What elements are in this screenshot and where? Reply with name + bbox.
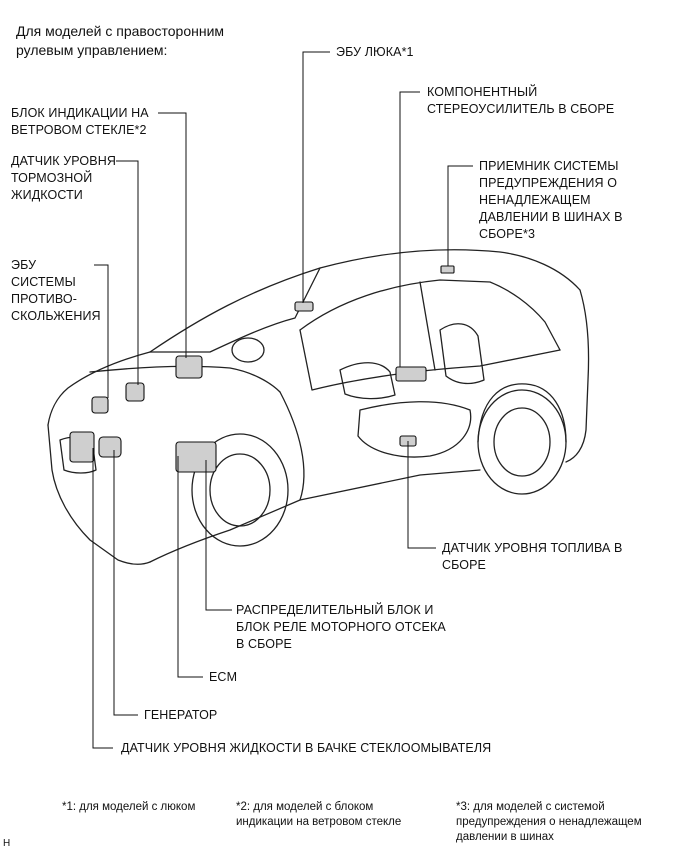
leader-hud-unit bbox=[158, 112, 187, 358]
hood-outline bbox=[47, 351, 151, 426]
leader-relay-block bbox=[205, 460, 232, 611]
sunroof-ecu-part bbox=[294, 301, 314, 312]
car-body-side bbox=[149, 469, 481, 563]
relay-block-part bbox=[175, 441, 217, 473]
leader-sunroof-ecu bbox=[302, 51, 330, 303]
footnote-3: *3: для моделей с системой предупреждени… bbox=[456, 801, 642, 843]
label-stereo-amplifier: КОМПОНЕНТНЫЙ СТЕРЕОУСИЛИТЕЛЬ В СБОРЕ bbox=[427, 85, 615, 116]
windshield-outline bbox=[149, 267, 321, 353]
label-generator: ГЕНЕРАТОР bbox=[144, 708, 218, 722]
label-skid-control-ecu: ЭБУ СИСТЕМЫ ПРОТИВО- СКОЛЬЖЕНИЯ bbox=[11, 258, 101, 323]
label-fuel-sensor: ДАТЧИК УРОВНЯ ТОПЛИВА В СБОРЕ bbox=[442, 541, 623, 572]
footnote-2: *2: для моделей с блоком индикации на ве… bbox=[236, 801, 402, 828]
steering-wheel bbox=[231, 337, 265, 363]
leader-skid-control-ecu bbox=[94, 264, 109, 398]
tpms-receiver-part bbox=[440, 265, 455, 274]
washer-tank-part bbox=[69, 431, 95, 463]
label-brake-fluid-sensor: ДАТЧИК УРОВНЯ ТОРМОЗНОЙ ЖИДКОСТИ bbox=[11, 154, 116, 202]
label-ecm: ECM bbox=[209, 670, 238, 684]
label-tpms-receiver: ПРИЕМНИК СИСТЕМЫ ПРЕДУПРЕЖДЕНИЯ О НЕНАДЛ… bbox=[479, 159, 623, 241]
label-relay-block: РАСПРЕДЕЛИТЕЛЬНЫЙ БЛОК И БЛОК РЕЛЕ МОТОР… bbox=[236, 603, 446, 651]
generator-part bbox=[98, 436, 122, 458]
leader-fuel-sensor bbox=[407, 441, 436, 549]
label-hud-unit: БЛОК ИНДИКАЦИИ НА ВЕТРОВОМ СТЕКЛЕ*2 bbox=[11, 106, 149, 137]
car-roof-outline bbox=[149, 249, 581, 353]
leader-stereo-amplifier bbox=[399, 91, 420, 367]
leader-generator bbox=[113, 450, 138, 716]
front-wheel bbox=[191, 433, 289, 547]
car-front-outline bbox=[47, 424, 151, 565]
label-sunroof-ecu: ЭБУ ЛЮКА*1 bbox=[336, 45, 414, 59]
leader-brake-fluid-sensor bbox=[116, 160, 139, 385]
car-rear-outline bbox=[565, 289, 590, 463]
skid-control-ecu-part bbox=[91, 396, 109, 414]
side-windows bbox=[299, 279, 561, 351]
footnote-1: *1: для моделей с люком bbox=[62, 801, 196, 813]
rear-wheel bbox=[477, 389, 567, 495]
diagram-header: Для моделей с правосторонним рулевым упр… bbox=[16, 23, 225, 58]
stereo-amplifier-part bbox=[395, 366, 427, 382]
seats bbox=[339, 362, 396, 400]
label-washer-sensor: ДАТЧИК УРОВНЯ ЖИДКОСТИ В БАЧКЕ СТЕКЛООМЫ… bbox=[121, 741, 492, 755]
leader-ecm bbox=[177, 456, 203, 678]
hud-unit-part bbox=[175, 355, 203, 379]
brake-fluid-sensor-part bbox=[125, 382, 145, 402]
leader-tpms-receiver bbox=[447, 165, 473, 266]
leader-washer-sensor bbox=[92, 448, 113, 749]
corner-mark: H bbox=[3, 838, 11, 849]
